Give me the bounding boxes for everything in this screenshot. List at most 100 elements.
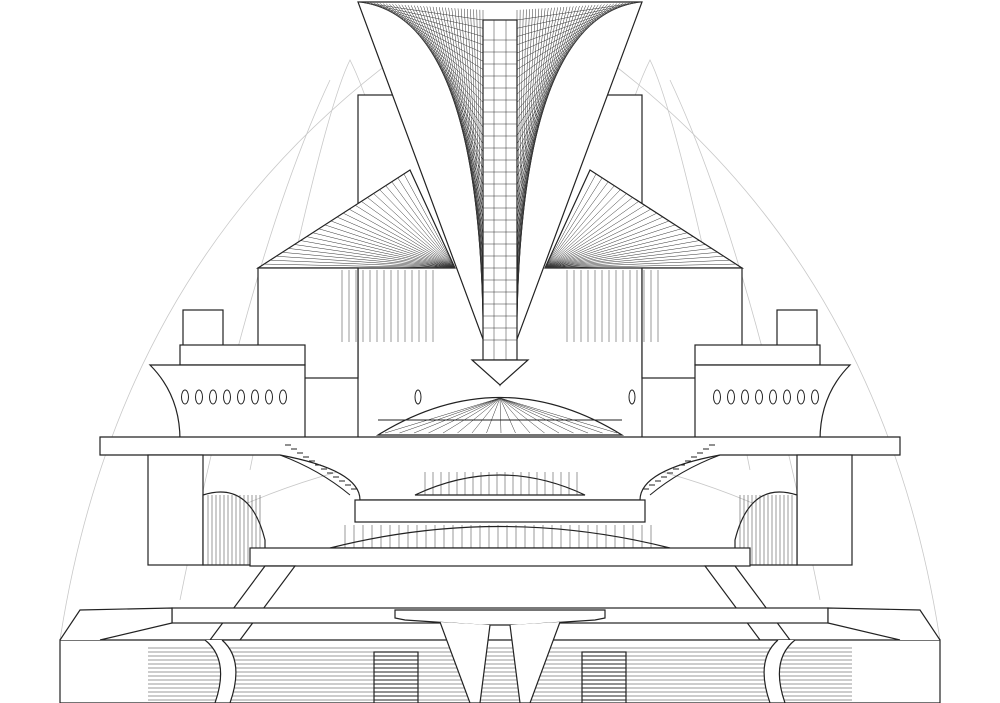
left-pier [147,454,204,566]
wing-hatch-left [276,255,456,269]
v-hatch-right [516,2,636,37]
porthole [769,389,777,405]
wing-hatch-right [544,240,700,269]
mid-arch [414,474,586,496]
porthole [265,389,273,405]
left-tower-top [182,309,224,347]
wing-hatch-left [379,189,456,269]
v-hatch-left [364,2,484,37]
porthole [181,389,189,405]
wing-hatch-left [330,220,456,269]
wing-hatch-left [300,240,456,269]
wing-hatch-left [324,224,456,269]
right-balcony [694,364,852,441]
porthole [741,389,749,405]
wing-hatch-right [544,259,730,269]
dome-rib [499,397,589,434]
spine-lines [483,20,517,360]
v-hatch-right [516,3,618,87]
porthole [251,389,259,405]
plinth [59,639,941,703]
wing-hatch-left [355,205,456,269]
porthole [237,389,245,405]
v-hatch-left [473,9,484,326]
wing-hatch-left [403,173,456,269]
v-canopy-hatching [357,1,643,350]
oval-window-right [628,389,636,405]
dome-rib [499,397,603,434]
porthole [783,389,791,405]
v-hatch-right [516,9,527,326]
wing-hatch-left [385,185,456,269]
dome-rib [457,397,501,434]
right-side-tower [694,309,852,441]
wing-hatch-right [544,216,664,269]
wing-hatch-right [544,255,724,269]
left-leg [208,565,297,641]
lower-arch [329,525,671,549]
porthole [811,389,819,405]
wing-hatch-right [544,212,657,269]
wing-hatch-right [544,205,645,269]
dome-rib [442,397,501,434]
dome-ribs [378,397,622,434]
wing-hatch-right [544,236,694,269]
dome-rib [413,397,501,434]
wing-hatch-right [544,228,682,269]
dome-rib [499,397,618,434]
v-hatch-right [516,9,530,318]
v-hatch-left [379,3,484,78]
slab-curves [279,454,721,496]
main-slabs [99,436,901,567]
wing-hatch-left [312,232,456,269]
wing-hatch-left [349,208,456,269]
v-hatch-right [516,2,624,70]
structural-legs [59,565,941,703]
wing-hatch-right [544,193,627,269]
wing-hatch-left [288,248,456,269]
wing-hatch-left [306,236,456,269]
wing-hatch-right [544,173,597,269]
dome-rib [499,397,502,434]
v-hatch-left [376,2,484,70]
arc-left-outer [59,39,421,641]
wing-hatch-right [544,208,651,269]
wing-hatch-right [544,263,736,269]
central-dome [375,389,636,436]
v-hatch-right [516,3,611,103]
wing-hatch-left [391,181,456,269]
wing-hatch-left [270,259,456,269]
wing-hatch-left [367,197,456,269]
wing-hatch-right [544,197,633,269]
v-hatch-left [385,3,484,95]
lower-arch-fins [344,472,652,548]
wing-hatch-left [361,201,456,269]
porthole [279,389,287,405]
dome-rib [499,397,545,434]
wing-hatch-right [544,232,688,269]
wing-hatch-left [336,216,456,269]
lower-slab [249,547,751,567]
dome-rib [499,397,560,434]
plinth-hatching [148,647,852,701]
porthole [797,389,805,405]
porthole [209,389,217,405]
right-cantilever [827,607,941,641]
porthole [713,389,721,405]
porthole [727,389,735,405]
dome-rib [399,397,501,434]
wing-hatch-right [544,177,603,269]
central-v-canopy [357,1,643,387]
pier-fins [207,495,793,565]
wing-roof-hatching [264,173,736,269]
oval-window-left [414,389,422,405]
v-hatch-right [516,4,608,111]
wing-hatch-right [544,189,621,269]
v-hatch-right [516,1,639,29]
left-side-tower [148,309,306,441]
wing-hatch-right [544,224,676,269]
central-spine [482,19,518,361]
left-balcony [148,364,306,441]
